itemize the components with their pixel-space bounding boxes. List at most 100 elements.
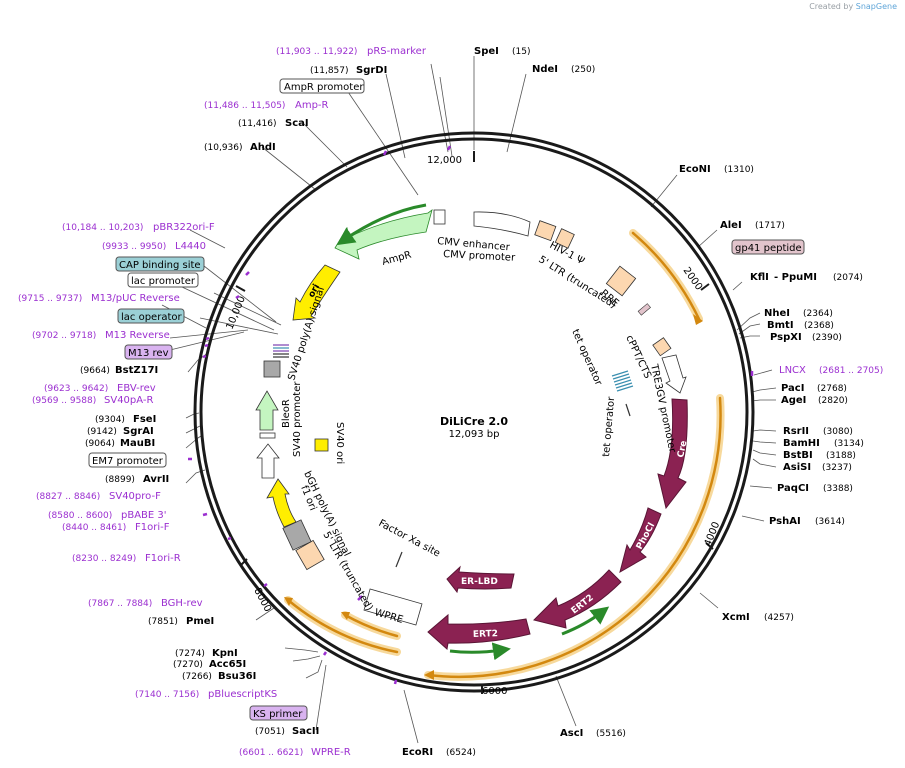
site-acc65i-coord: (7270) xyxy=(173,660,203,670)
cre-feature xyxy=(657,398,688,510)
gp41-mark xyxy=(637,303,651,316)
site-sgrai-coord: (9142) xyxy=(87,427,117,437)
label-erlbd: ER-LBD xyxy=(461,577,498,587)
box-lacpromoter-label: lac promoter xyxy=(131,276,196,287)
cmv-feature xyxy=(473,211,531,237)
ert2-right-feature xyxy=(533,569,622,629)
site-nhei: NheI xyxy=(764,308,790,319)
f1ori-feature xyxy=(266,478,297,528)
primer-ebv-coord: (9623 .. 9642) xyxy=(44,384,108,394)
site-ecori: EcoRI xyxy=(402,747,433,758)
backbone-ring-inner xyxy=(199,137,749,687)
primer-m13puc-coord: (9715 .. 9737) xyxy=(18,294,82,304)
primer-bgh: BGH-rev xyxy=(161,598,203,609)
box-em7 xyxy=(88,452,167,468)
sv40pa-box xyxy=(263,360,281,378)
site-paci-coord: (2768) xyxy=(817,384,847,394)
site-asisi-coord: (3237) xyxy=(822,463,852,473)
primer-ampr-coord: (11,486 .. 11,505) xyxy=(204,101,285,111)
box-lacoperator-label: lac operator xyxy=(121,312,182,323)
primer-m13r: M13 Reverse xyxy=(105,330,170,341)
box-lacpromoter xyxy=(127,272,199,288)
primer-pbks: pBluescriptKS xyxy=(208,689,277,700)
ltr5-lower-box xyxy=(295,539,325,571)
box-m13rev-label: M13 rev xyxy=(128,348,169,359)
site-fsei: FseI xyxy=(133,414,156,425)
hiv-box xyxy=(554,228,575,249)
factorxa-mark xyxy=(395,551,403,568)
tick-marks xyxy=(235,151,714,694)
primer-m13r-coord: (9702 .. 9718) xyxy=(32,331,96,341)
box-ks xyxy=(249,705,308,721)
tre3g-feature xyxy=(661,354,687,394)
primer-sv40pro-coord: (8827 .. 8846) xyxy=(36,492,100,502)
ert2-bottom-feature xyxy=(427,613,531,650)
box-cap-label: CAP binding site xyxy=(119,260,201,271)
site-bstbi: BstBI xyxy=(783,450,813,461)
site-nhei-coord: (2364) xyxy=(803,309,833,319)
site-agei-coord: (2820) xyxy=(818,396,848,406)
label-tet-operator-1: tet operator xyxy=(569,328,604,388)
boxed-labels: AmpR promoter CAP binding site lac promo… xyxy=(88,78,805,721)
primer-sv40pro: SV40pro-F xyxy=(109,491,161,502)
site-ppumi: - PpuMI xyxy=(774,272,817,283)
ori-feature xyxy=(292,264,341,321)
primer-wpre-coord: (6601 .. 6621) xyxy=(239,748,303,758)
primer-pbabe-coord: (8580 .. 8600) xyxy=(48,511,112,521)
primer-marks xyxy=(188,145,754,685)
label-tet-operator-2: tet operator xyxy=(601,395,617,457)
site-econi: EcoNI xyxy=(679,164,711,175)
em7-box xyxy=(259,432,276,439)
label-sv40ori: SV40 ori xyxy=(334,422,345,464)
label-cppt: cPPT/CTS xyxy=(623,334,653,381)
primer-m13puc: M13/pUC Reverse xyxy=(91,293,180,304)
leader-lines xyxy=(161,56,777,744)
label-factorxa: Factor Xa site xyxy=(377,518,442,560)
site-kfli-coord: (2074) xyxy=(833,273,863,283)
site-bsu36i-coord: (7266) xyxy=(182,672,212,682)
site-ahdi-coord: (10,936) xyxy=(204,143,243,153)
phocl-feature xyxy=(619,507,662,574)
site-bsu36i: Bsu36I xyxy=(218,671,256,682)
site-xcmi-coord: (4257) xyxy=(764,613,794,623)
site-bstbi-coord: (3188) xyxy=(826,451,856,461)
box-gp41 xyxy=(731,239,805,255)
label-ert2-bottom: ERT2 xyxy=(473,629,498,640)
primer-lncx-coord: (2681 .. 2705) xyxy=(819,366,883,376)
site-sgrdi-coord: (11,857) xyxy=(310,66,349,76)
tet-operator-stripes xyxy=(611,370,634,392)
site-bstz17i: BstZ17I xyxy=(115,365,158,376)
site-paqci-coord: (3388) xyxy=(823,484,853,494)
rre-box xyxy=(605,265,637,297)
primer-labels: (11,903 .. 11,922) pRS-marker (11,486 ..… xyxy=(18,46,883,758)
primer-ampr: Amp-R xyxy=(295,100,329,111)
primer-f1orif-coord: (8440 .. 8461) xyxy=(62,523,126,533)
site-asisi: AsiSI xyxy=(783,462,811,473)
site-sgrdi: SgrDI xyxy=(356,65,387,76)
box-cap xyxy=(115,256,205,272)
box-em7-label: EM7 promoter xyxy=(92,456,164,467)
site-kpni: KpnI xyxy=(212,648,238,659)
site-pmei: PmeI xyxy=(186,616,214,627)
primer-ebv: EBV-rev xyxy=(117,383,156,394)
tet-operator-mark xyxy=(625,403,631,417)
primer-pbabe: pBABE 3' xyxy=(121,510,167,521)
site-kpni-coord: (7274) xyxy=(175,649,205,659)
orf-arrowheads xyxy=(284,314,703,680)
primer-lncx: LNCX xyxy=(779,365,806,376)
site-kfli: KflI xyxy=(750,272,769,283)
site-pmei-coord: (7851) xyxy=(148,617,178,627)
primer-sv40pa-coord: (9569 .. 9588) xyxy=(32,396,96,406)
site-pshai-coord: (3614) xyxy=(815,517,845,527)
box-amprpromoter-label: AmpR promoter xyxy=(284,82,364,93)
ert2-right-arrow xyxy=(561,606,610,636)
site-asci: AscI xyxy=(560,728,583,739)
watermark-brand: SnapGene xyxy=(855,2,897,11)
site-acc65i: Acc65I xyxy=(209,659,246,670)
site-maubi-coord: (9064) xyxy=(85,439,115,449)
site-paqci: PaqCI xyxy=(777,483,809,494)
site-pspxi: PspXI xyxy=(770,332,802,343)
site-alei-coord: (1717) xyxy=(755,221,785,231)
box-lacoperator xyxy=(117,308,185,324)
